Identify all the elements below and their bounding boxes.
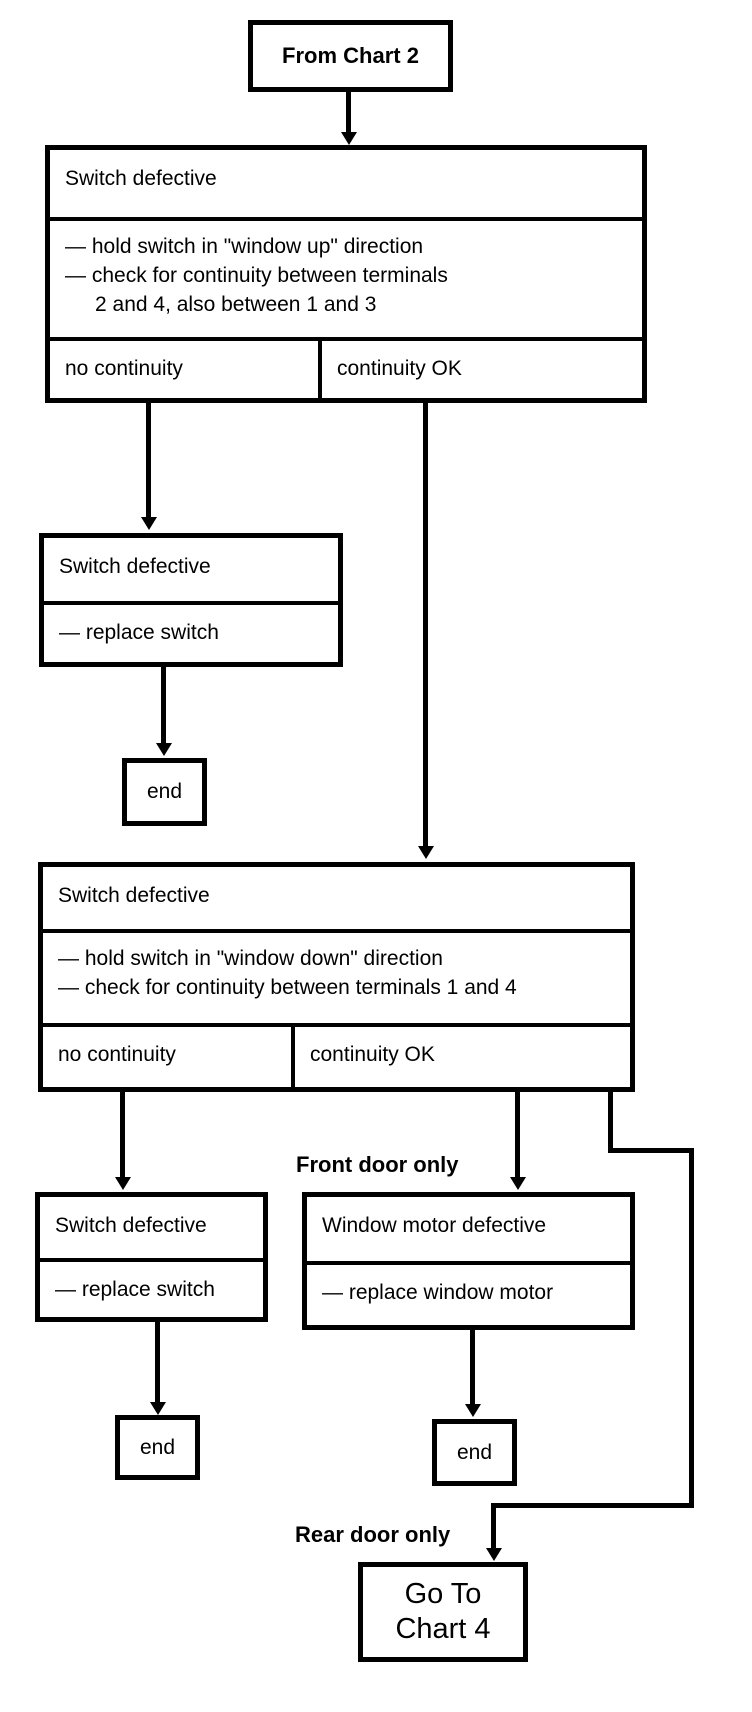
arrow-continuity-ok-2-head (510, 1177, 526, 1190)
edge-rear-door-seg5 (491, 1503, 496, 1550)
node-end-1: end (122, 758, 207, 826)
outcome-continuity-ok: continuity OK (310, 1043, 435, 1066)
edge-rear-door-head (486, 1548, 502, 1561)
node-fix-switch-1-title: Switch defective (44, 538, 338, 605)
node-end-3: end (432, 1419, 517, 1486)
node-step-window-up-outcomes: no continuity continuity OK (50, 341, 642, 398)
edge-rear-door-seg4 (491, 1503, 694, 1508)
node-fix-switch-2-action: — replace switch (55, 1278, 215, 1301)
instruction-line: — hold switch in "window up" direction (65, 235, 424, 258)
node-fix-switch-1-action: — replace switch (59, 621, 219, 644)
node-end-3-label: end (456, 1440, 493, 1464)
arrow-start-to-step-up-head (341, 132, 357, 145)
node-go-to-chart-4: Go To Chart 4 (358, 1562, 528, 1662)
node-fix-window-motor: Window motor defective — replace window … (302, 1192, 635, 1330)
edge-rear-door-seg3 (689, 1148, 694, 1508)
node-step-window-up-instructions: — hold switch in "window up" direction —… (50, 221, 642, 341)
arrow-no-continuity-1-line (146, 403, 151, 519)
arrow-to-end-3-line (470, 1330, 475, 1405)
instruction-line: — check for continuity between terminals… (58, 975, 517, 999)
node-step-window-up: Switch defective — hold switch in "windo… (45, 145, 647, 403)
node-step-window-down-instructions: — hold switch in "window down" direction… (43, 933, 630, 1027)
outcome-no-continuity: no continuity (43, 1027, 295, 1087)
arrow-to-end-2-head (150, 1402, 166, 1415)
arrow-continuity-ok-1-line (423, 403, 428, 848)
arrow-to-end-1-line (161, 667, 166, 744)
node-step-window-down-outcomes: no continuity continuity OK (43, 1027, 630, 1087)
node-fix-switch-2-title: Switch defective (40, 1197, 263, 1262)
node-fix-switch-2: Switch defective — replace switch (35, 1192, 268, 1322)
node-end-2: end (115, 1415, 200, 1480)
instruction-line: — check for continuity between terminals (65, 263, 448, 287)
node-fix-switch-1: Switch defective — replace switch (39, 533, 343, 667)
node-go-to-chart-4-line2: Chart 4 (395, 1613, 491, 1645)
arrow-continuity-ok-1-head (418, 846, 434, 859)
node-go-to-chart-4-line1: Go To (404, 1577, 482, 1610)
node-fix-window-motor-title: Window motor defective (307, 1197, 630, 1265)
arrow-to-end-1-head (156, 743, 172, 756)
arrow-start-to-step-up-line (346, 92, 351, 134)
label-rear-door-only: Rear door only (295, 1522, 451, 1547)
node-step-window-up-title: Switch defective (50, 150, 642, 221)
instruction-line: 2 and 4, also between 1 and 3 (95, 292, 377, 316)
edge-rear-door-seg1 (608, 1092, 613, 1153)
outcome-no-continuity: no continuity (50, 341, 322, 398)
node-fix-window-motor-action: — replace window motor (322, 1281, 554, 1304)
node-step-window-down-title: Switch defective (43, 867, 630, 933)
arrow-no-continuity-2-head (115, 1177, 131, 1190)
node-end-2-label: end (139, 1435, 176, 1459)
arrow-no-continuity-2-line (120, 1092, 125, 1178)
node-end-1-label: end (146, 780, 183, 803)
node-step-window-down: Switch defective — hold switch in "windo… (38, 862, 635, 1092)
arrow-to-end-2-line (155, 1322, 160, 1404)
outcome-continuity-ok: continuity OK (337, 357, 462, 380)
node-from-chart-2: From Chart 2 (248, 20, 453, 92)
arrow-to-end-3-head (465, 1404, 481, 1417)
node-from-chart-2-label: From Chart 2 (282, 43, 419, 68)
instruction-line: — hold switch in "window down" direction (58, 947, 443, 970)
arrow-no-continuity-1-head (141, 517, 157, 530)
edge-rear-door-seg2 (608, 1148, 694, 1153)
label-front-door-only: Front door only (296, 1152, 459, 1177)
arrow-continuity-ok-2-line (515, 1092, 520, 1178)
